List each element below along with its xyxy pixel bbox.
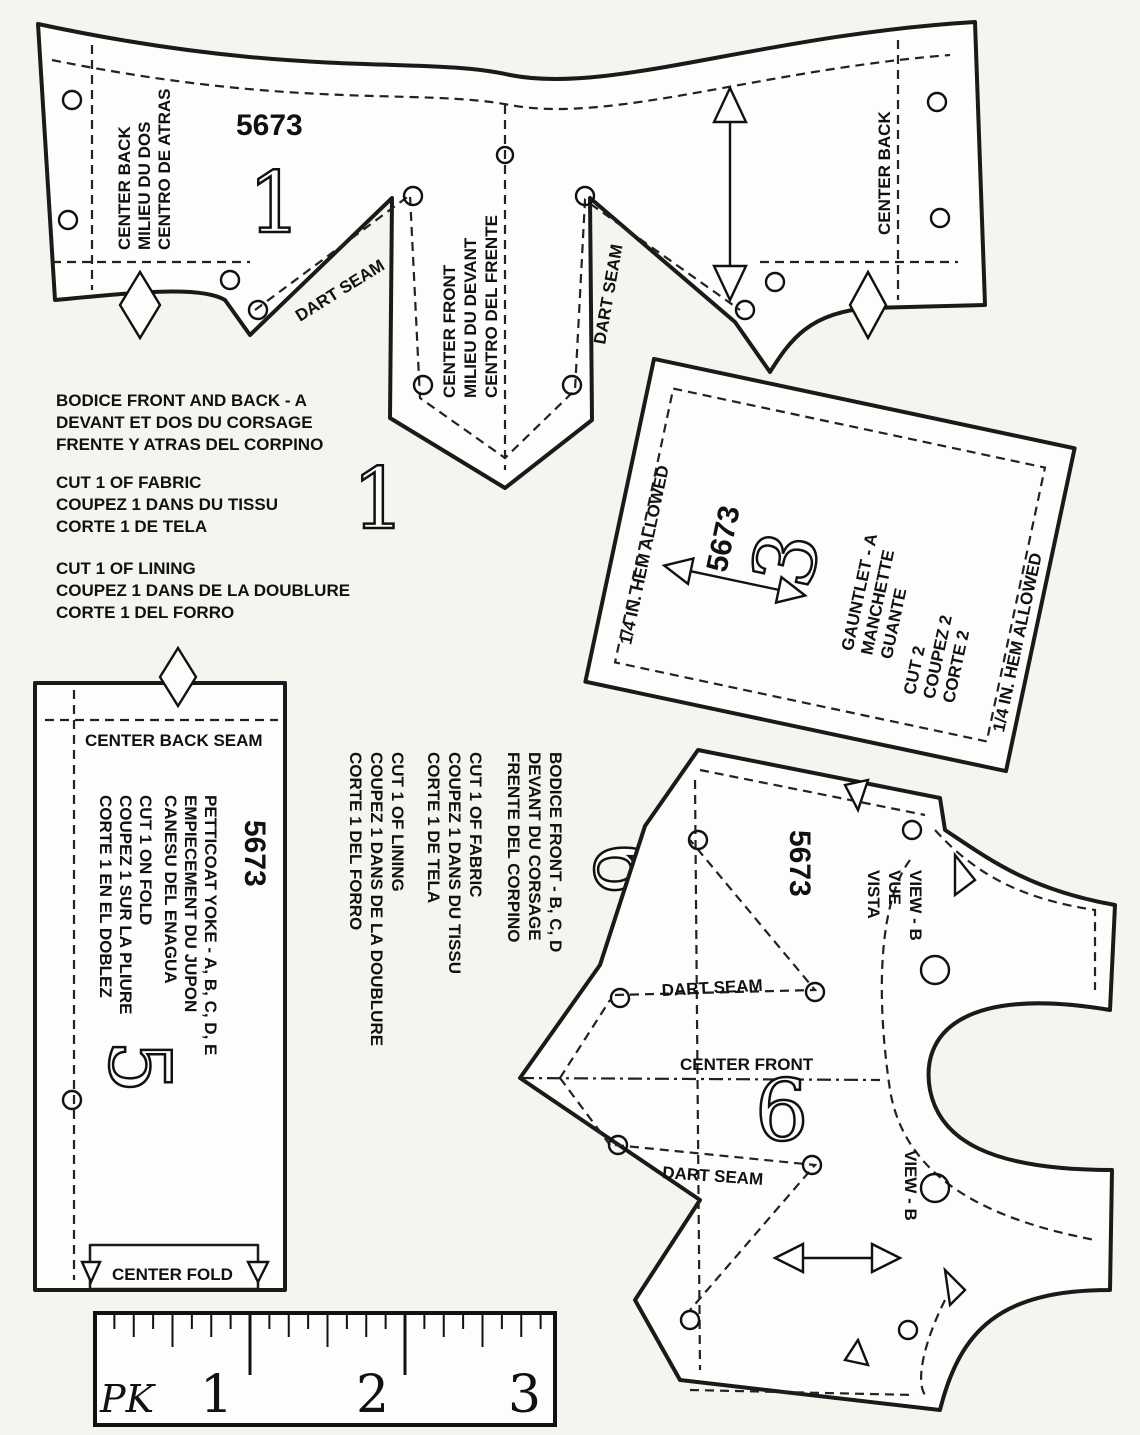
piece-6-bodice-front: 5673 VIEW - B VUE VISTA VIEW - B DART SE… [518,748,1117,1412]
svg-text:MILIEU DU DEVANT: MILIEU DU DEVANT [461,237,480,398]
dot-marker [804,981,826,1003]
center-fold-label: CENTER FOLD [112,1265,233,1284]
svg-text:CANESU DEL ENAGUA: CANESU DEL ENAGUA [161,795,180,984]
dot-marker [412,374,434,396]
svg-text:FRENTE DEL CORPINO: FRENTE DEL CORPINO [504,752,523,942]
svg-text:VIEW - B: VIEW - B [906,870,925,941]
svg-text:CUT 1 OF LINING: CUT 1 OF LINING [56,559,196,578]
ruler-ticks [93,1315,542,1375]
svg-text:CORTE 1 DEL FORRO: CORTE 1 DEL FORRO [56,603,234,622]
dot-marker [61,1089,83,1111]
petticoat-title: PETTICOAT YOKE - A, B, C, D, E EMPIECEME… [161,795,220,1055]
ruler-mark-2: 2 [356,1365,389,1425]
svg-text:MILIEU DU DOS: MILIEU DU DOS [135,122,154,250]
svg-text:COUPEZ 1 SUR LA PLIURE: COUPEZ 1 SUR LA PLIURE [116,795,135,1014]
svg-text:CUT 1 OF LINING: CUT 1 OF LINING [388,752,407,892]
dot-marker [679,1309,701,1331]
piece-number: 1 [248,154,301,252]
pattern-number: 5673 [783,830,816,897]
dot-marker [574,185,596,207]
svg-text:COUPEZ 1 DANS DU TISSU: COUPEZ 1 DANS DU TISSU [445,752,464,974]
piece-number: 5 [90,1040,188,1093]
petticoat-cut: CUT 1 ON FOLD COUPEZ 1 SUR LA PLIURE COR… [96,795,155,1014]
dot-marker [61,89,83,111]
dot-marker [901,819,923,841]
piece-number-outline: 1 [352,450,405,548]
dot-marker [219,269,241,291]
ruler-label: PK [99,1377,157,1421]
notch-diamond [848,269,888,341]
measurement-ruler: PK 1 2 3 [93,1311,557,1427]
dot-marker-large [919,954,951,986]
svg-text:CENTRO DE ATRAS: CENTRO DE ATRAS [155,89,174,251]
pattern-number: 5673 [236,109,303,142]
svg-text:CORTE 1 DEL FORRO: CORTE 1 DEL FORRO [346,752,365,930]
svg-text:CUT 1 ON FOLD: CUT 1 ON FOLD [136,795,155,925]
svg-text:CENTRO DEL FRENTE: CENTRO DEL FRENTE [482,215,501,398]
piece-5-petticoat-yoke: CENTER BACK SEAM 5673 PETTICOAT YOKE - A… [33,645,287,1292]
svg-text:CORTE 1 EN EL DOBLEZ: CORTE 1 EN EL DOBLEZ [96,795,115,998]
grainline-arrow [712,85,748,303]
fold-arrow [246,1260,270,1285]
svg-text:DEVANT ET DOS DU CORSAGE: DEVANT ET DOS DU CORSAGE [56,413,313,432]
piece-1-instructions: BODICE FRONT AND BACK - A DEVANT ET DOS … [56,391,407,622]
svg-text:EMPIECEMENT DU JUPON: EMPIECEMENT DU JUPON [181,795,200,1012]
piece-3-gauntlet: 1/4 IN. HEM ALLOWED 1/4 IN. HEM ALLOWED … [583,356,1077,774]
ruler-mark-3: 3 [508,1365,541,1425]
svg-text:BODICE FRONT AND BACK - A: BODICE FRONT AND BACK - A [56,391,307,410]
dot-marker [495,145,515,165]
svg-text:COUPEZ 1 DANS DU TISSU: COUPEZ 1 DANS DU TISSU [56,495,278,514]
svg-text:CUT 1 OF FABRIC: CUT 1 OF FABRIC [56,473,201,492]
notch-diamond [158,645,198,709]
svg-text:COUPEZ 1 DANS DE LA DOUBLURE: COUPEZ 1 DANS DE LA DOUBLURE [56,581,350,600]
view-label-lower: VIEW - B [901,1150,920,1221]
notch-diamond [118,269,162,341]
center-back-seam-label: CENTER BACK SEAM [85,731,263,750]
pattern-number: 5673 [238,820,271,887]
svg-text:CENTER FRONT: CENTER FRONT [440,264,459,398]
dot-marker [897,1319,919,1341]
svg-text:CUT 1 OF FABRIC: CUT 1 OF FABRIC [466,752,485,897]
piece-number: 6 [755,1062,808,1160]
dart-seam-label: DART SEAM [590,243,626,346]
dot-marker [57,209,79,231]
dot-marker [801,1154,823,1176]
svg-text:FRENTE Y ATRAS DEL CORPINO: FRENTE Y ATRAS DEL CORPINO [56,435,323,454]
grainline-arrow [661,556,808,605]
dot-marker [607,1134,629,1156]
dot-marker [687,829,709,851]
center-back-label-left: CENTER BACK MILIEU DU DOS CENTRO DE ATRA… [115,89,174,251]
svg-text:DEVANT DU CORSAGE: DEVANT DU CORSAGE [525,752,544,941]
dot-marker [926,91,948,113]
center-front-label: CENTER FRONT MILIEU DU DEVANT CENTRO DEL… [440,215,501,398]
svg-text:CORTE 1 DE TELA: CORTE 1 DE TELA [424,752,443,903]
svg-text:VISTA: VISTA [864,870,883,919]
dot-marker [929,207,951,229]
svg-text:VUE: VUE [885,870,904,905]
fold-arrow [80,1260,102,1285]
center-front-label: CENTER FRONT [680,1055,814,1074]
svg-text:BODICE FRONT - B, C, D: BODICE FRONT - B, C, D [546,752,565,952]
ruler-mark-1: 1 [200,1365,233,1425]
svg-text:CENTER BACK: CENTER BACK [115,126,134,250]
dot-marker [561,374,583,396]
dot-marker [609,987,631,1009]
dot-marker [734,299,756,321]
dot-marker [247,299,269,321]
view-label: VIEW - B VUE VISTA [864,870,925,941]
svg-text:CORTE 1 DE TELA: CORTE 1 DE TELA [56,517,207,536]
grainline-arrow [772,1242,903,1274]
dot-marker-large [919,1172,951,1204]
dot-marker [764,271,786,293]
dot-marker [402,185,424,207]
svg-text:COUPEZ 1 DANS DE LA DOUBLURE: COUPEZ 1 DANS DE LA DOUBLURE [367,752,386,1046]
svg-text:PETTICOAT YOKE - A, B, C, D, E: PETTICOAT YOKE - A, B, C, D, E [201,795,220,1055]
gauntlet-cut: CUT 2 COUPEZ 2 CORTE 2 [900,613,973,704]
center-back-label-right: CENTER BACK [875,111,894,235]
